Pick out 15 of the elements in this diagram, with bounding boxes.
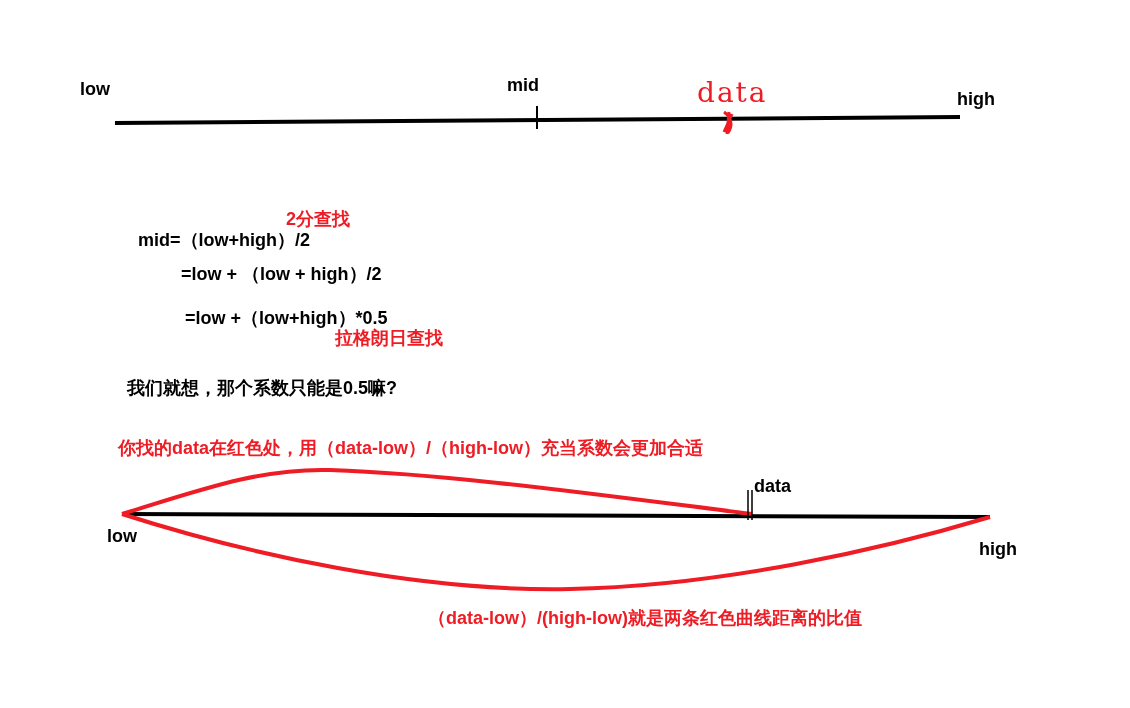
formula-text: =low +（low+high）*0.5 <box>185 307 388 328</box>
axis-label: mid <box>507 74 539 96</box>
formula-text: mid=（low+high）/2 <box>138 229 311 251</box>
note-text: （data-low）/(high-low)就是两条红色曲线距离的比值 <box>428 607 862 629</box>
axis-label: high <box>979 538 1017 560</box>
handwritten-label: data <box>697 82 768 104</box>
axis-label: low <box>107 525 137 547</box>
axis-label: data <box>754 475 791 497</box>
formula-text: =low + （low + high）/2 <box>181 263 382 285</box>
heading-note: 拉格朗日查找 <box>335 328 443 349</box>
question-text: 我们就想，那个系数只能是0.5嘛? <box>127 377 398 399</box>
axis-label: low <box>80 78 110 100</box>
note-text: 你找的data在红色处，用（data-low）/（high-low）充当系数会更加合适 <box>118 437 703 459</box>
heading-note: 2分查找 <box>286 208 350 230</box>
axis-label: high <box>957 88 995 110</box>
